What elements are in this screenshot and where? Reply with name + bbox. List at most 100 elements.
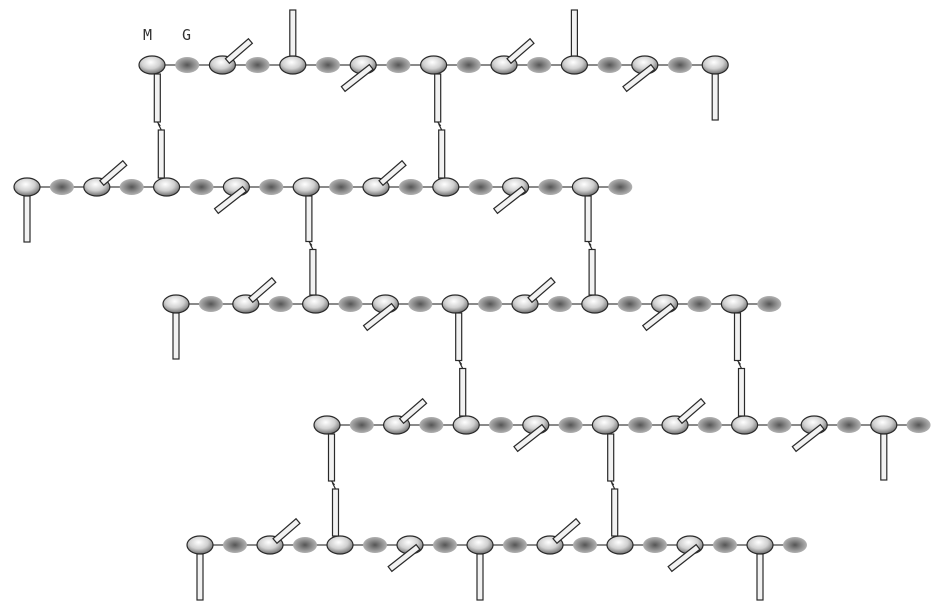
crosslink-lower [157, 129, 165, 179]
glcnac-unit [547, 296, 572, 312]
glcnac-unit [573, 537, 597, 553]
glcnac-unit [189, 179, 214, 195]
peptide-stem [677, 397, 706, 425]
glcnac-unit [757, 296, 782, 312]
crosslink-break [458, 360, 464, 369]
murnac-unit [870, 415, 898, 435]
murnac-unit [466, 535, 494, 555]
glcnac-unit [245, 57, 270, 73]
peptide-stem [756, 553, 764, 601]
peptide-stem [513, 423, 547, 453]
peptide-stem [362, 302, 397, 332]
glycan-chain [138, 55, 729, 75]
crosslink-upper [153, 73, 161, 123]
peptide-crosslink [327, 433, 340, 537]
crosslink-break [331, 480, 337, 490]
murnac-unit [452, 415, 480, 435]
glcnac-unit [617, 296, 642, 312]
glcnac-unit [268, 296, 293, 312]
crosslink-lower [611, 488, 619, 537]
crosslink-break [308, 241, 314, 250]
glcnac-unit [783, 537, 807, 553]
glcnac-unit [349, 417, 374, 433]
murnac-unit [292, 177, 320, 197]
legend-g-label: G [182, 26, 191, 44]
glcnac-unit [363, 537, 387, 553]
peptide-stem [667, 543, 701, 573]
murnac-unit [162, 294, 190, 314]
murnac-unit [571, 177, 600, 197]
murnac-unit [313, 415, 341, 435]
murnac-unit [432, 177, 460, 197]
murnac-unit [606, 535, 634, 555]
peptide-crosslinks [153, 73, 746, 537]
crosslink-upper [327, 433, 336, 482]
crosslink-upper [584, 195, 592, 243]
peptide-crosslink [434, 73, 446, 179]
peptide-crosslink [584, 195, 596, 296]
glycan-chains [13, 55, 931, 555]
crosslink-upper [733, 312, 742, 362]
glcnac-unit [687, 296, 712, 312]
glcnac-unit [433, 537, 457, 553]
glycan-chain [313, 415, 931, 435]
glcnac-unit [538, 179, 563, 195]
peptide-stem [340, 63, 374, 93]
murnac-unit [302, 294, 330, 314]
peptide-crosslink [455, 312, 467, 417]
murnac-unit [581, 294, 609, 314]
glcnac-unit [697, 417, 722, 433]
murnac-unit [701, 55, 729, 75]
murnac-unit [13, 177, 41, 197]
peptide-stem [98, 159, 128, 187]
peptide-crosslink [153, 73, 165, 179]
peptide-stem [570, 9, 579, 57]
murnac-unit [326, 535, 354, 555]
peptide-stem [378, 159, 407, 187]
peptide-stems [23, 9, 888, 601]
peptide-stem [23, 195, 31, 243]
glcnac-unit [259, 179, 284, 195]
crosslink-lower [331, 488, 340, 537]
glcnac-unit [837, 417, 861, 433]
glcnac-unit [478, 296, 503, 312]
murnac-unit [420, 55, 448, 75]
peptide-stem [172, 312, 180, 360]
glcnac-unit [767, 417, 792, 433]
crosslink-break [587, 241, 593, 250]
glcnac-unit [293, 537, 317, 553]
crosslink-lower [309, 248, 317, 296]
glcnac-unit [316, 57, 340, 73]
peptide-stem [272, 517, 301, 545]
peptide-stem [880, 433, 888, 481]
peptide-crosslink [305, 195, 317, 296]
murnac-unit [720, 294, 749, 314]
glcnac-unit [175, 57, 200, 73]
glcnac-unit [643, 537, 667, 553]
glcnac-unit [713, 537, 737, 553]
peptide-stem [387, 543, 421, 573]
crosslink-lower [737, 367, 746, 417]
peptide-crosslink [607, 433, 619, 537]
glcnac-unit [668, 57, 692, 73]
glcnac-unit [597, 57, 622, 73]
peptide-stem [791, 423, 825, 453]
glcnac-unit [338, 296, 363, 312]
glcnac-unit [408, 296, 433, 312]
peptide-stem [506, 37, 535, 65]
crosslink-lower [459, 367, 467, 417]
glcnac-unit [223, 537, 247, 553]
murnac-unit [730, 415, 759, 435]
glcnac-unit [558, 417, 583, 433]
crosslink-lower [438, 129, 446, 179]
murnac-unit [441, 294, 469, 314]
glcnac-unit [386, 57, 411, 73]
glcnac-unit [398, 179, 423, 195]
peptide-stem [224, 37, 254, 65]
murnac-unit [560, 55, 589, 75]
crosslink-upper [434, 73, 442, 123]
crosslink-upper [305, 195, 313, 243]
peptide-stem [711, 73, 719, 121]
peptide-stem [247, 276, 277, 304]
